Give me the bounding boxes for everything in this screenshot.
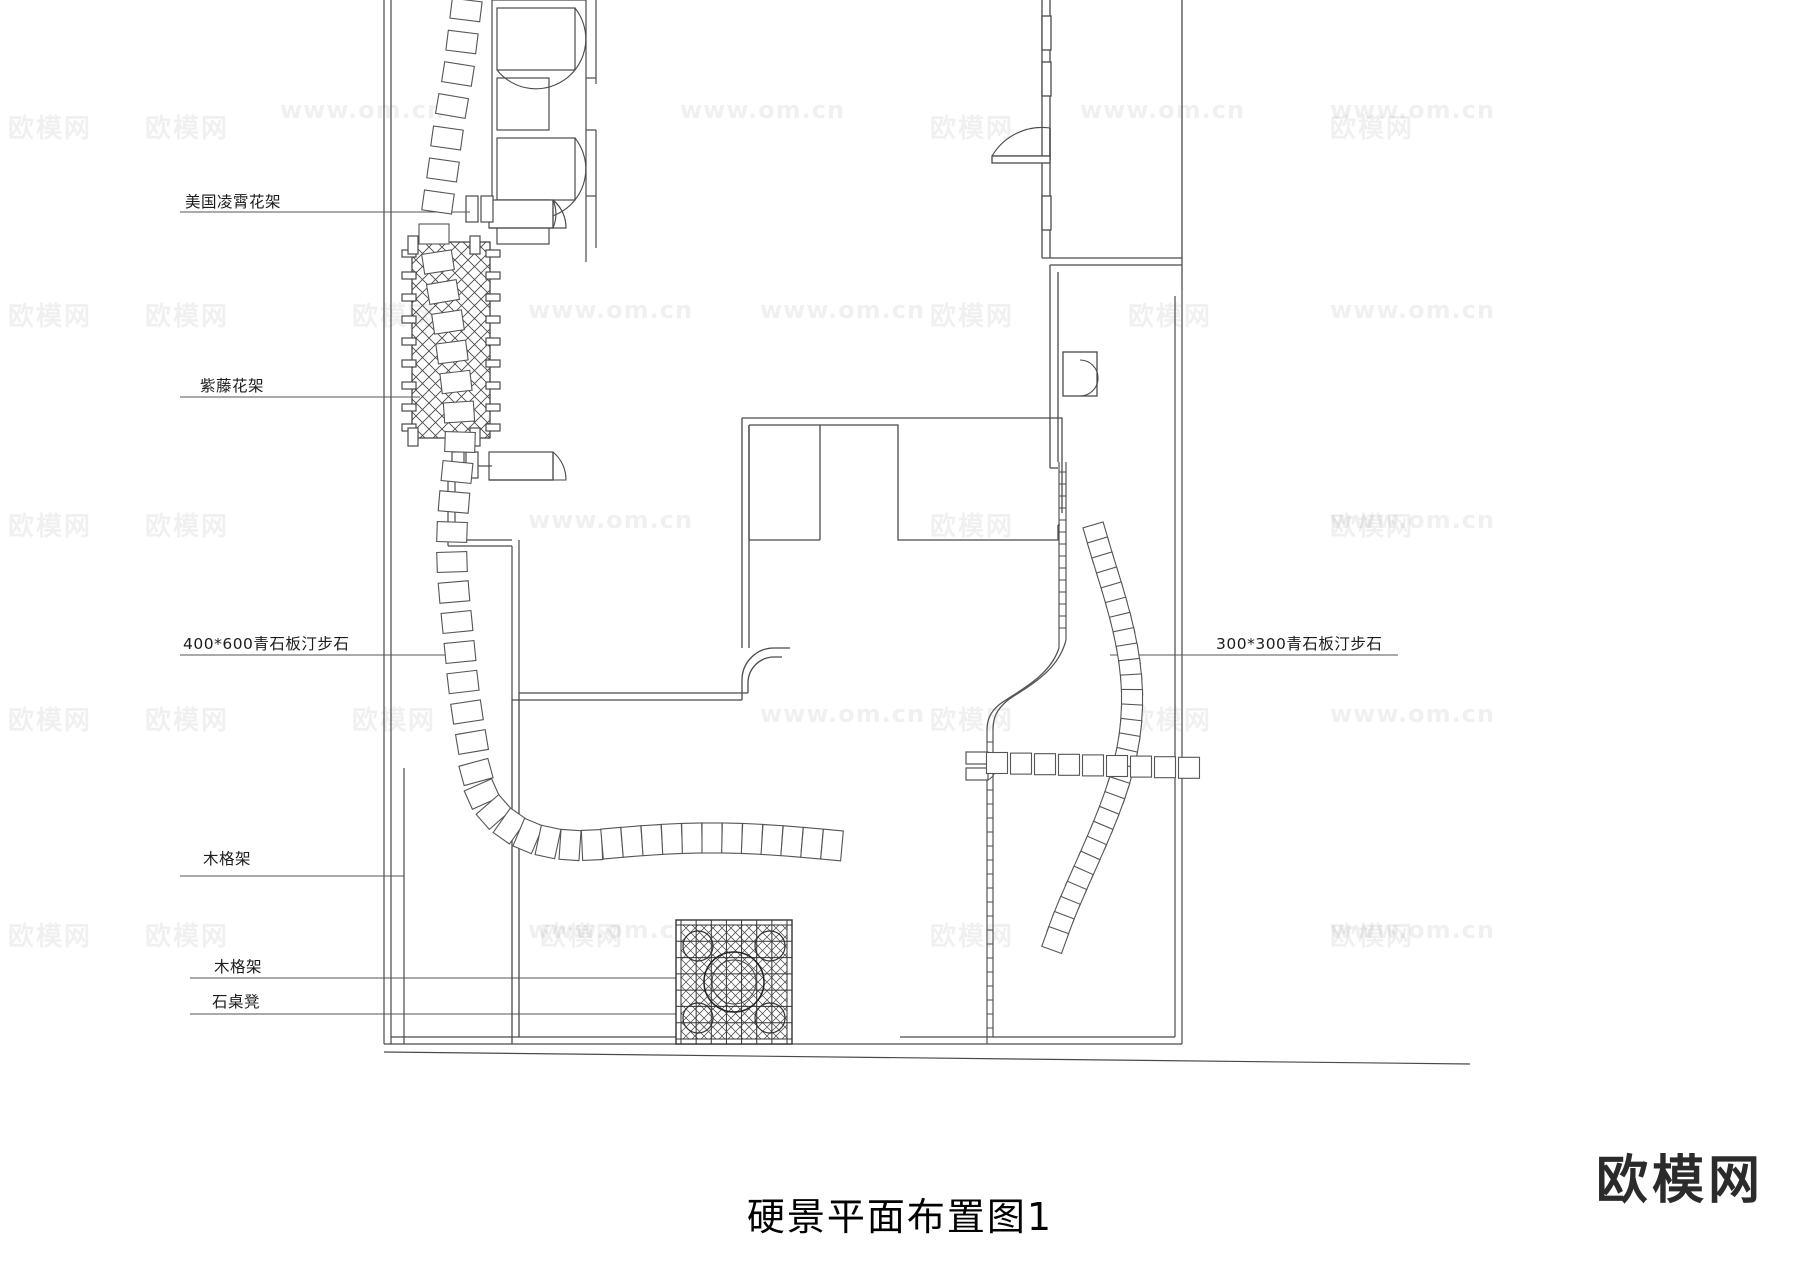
site-boundary-left — [383, 0, 392, 1044]
stepping-stone-path-arc — [458, 757, 844, 862]
garden-gate — [965, 751, 997, 781]
stepping-stone-400x600 — [437, 580, 471, 604]
right-building-lower — [1049, 265, 1183, 469]
stepping-stone-400x600 — [426, 157, 460, 183]
stone-stool-4 — [754, 1002, 786, 1034]
stepping-stone-400x600 — [445, 29, 479, 55]
stepping-stone-400x600 — [446, 669, 480, 695]
stepping-stone-400x600 — [492, 807, 528, 845]
site-logo: 欧模网 — [1595, 1151, 1764, 1211]
stepping-stone-path-right-horizontal — [985, 751, 1201, 779]
stepping-stone-400x600 — [418, 223, 450, 245]
stepping-stone-300x300 — [1057, 753, 1081, 776]
stepping-stone-400x600 — [439, 369, 473, 395]
stepping-stone-300x300 — [1153, 756, 1177, 779]
right-building — [991, 0, 1183, 266]
pergola-beams — [676, 920, 792, 1044]
annotation-label-bluestone-stepping-stone-400x600: 400*600青石板汀步石 — [183, 635, 350, 653]
stepping-stone-400x600 — [443, 639, 477, 665]
stepping-stone-400x600 — [558, 828, 582, 862]
stepping-stone-300x300 — [1105, 754, 1129, 778]
stone-table — [703, 951, 765, 1013]
annotation-label-wisteria-trellis: 紫藤花架 — [200, 377, 265, 395]
stepping-stone-400x600 — [425, 279, 461, 305]
stepping-stone-400x600 — [440, 459, 474, 485]
terrace-outline — [511, 692, 748, 1044]
pergola-lattice — [681, 925, 787, 1039]
stepping-stone-400x600 — [434, 92, 470, 120]
stepping-stone-400x600 — [512, 817, 544, 855]
stepping-stone-400x600 — [454, 729, 490, 755]
stepping-stone-300x300 — [1009, 752, 1033, 775]
pergola-group — [675, 919, 793, 1045]
stepping-stone-400x600 — [463, 778, 501, 810]
stepping-stone-400x600 — [435, 339, 469, 365]
stepping-stone-400x600 — [436, 550, 468, 574]
stepping-stone-400x600 — [450, 699, 484, 725]
door-swing-upper — [465, 195, 596, 229]
annotation-label-american-trumpet-vine-trellis: 美国凌霄花架 — [185, 193, 282, 211]
stepping-stone-400x600 — [430, 125, 464, 151]
stepping-stone-300x300 — [1033, 753, 1057, 776]
stepping-stone-400x600 — [431, 309, 465, 335]
annotation-label-bluestone-stepping-stone-300x300: 300*300青石板汀步石 — [1216, 635, 1383, 653]
stepping-stone-400x600 — [440, 609, 474, 635]
stepping-stone-400x600 — [441, 61, 475, 87]
stepping-stone-400x600 — [437, 490, 471, 514]
stepping-stone-400x600 — [820, 828, 844, 862]
annotation-label-stone-table-and-stools: 石桌凳 — [212, 993, 261, 1011]
stone-table-inner — [711, 959, 757, 1005]
stepping-stone-300x300 — [985, 751, 1009, 775]
stone-stool-1 — [682, 930, 714, 962]
annotation-label-wood-lattice-frame-upper: 木格架 — [203, 850, 252, 868]
stepping-stone-300x300 — [1081, 754, 1105, 777]
stepping-stone-400x600 — [475, 793, 513, 831]
stepping-stone-300x300 — [1177, 756, 1201, 779]
terrace-rounded-corner — [741, 647, 790, 700]
drawing-title: 硬景平面布置图1 — [746, 1195, 1054, 1239]
wisteria-pergola — [401, 235, 501, 447]
annotation-label-wood-lattice-frame-lower: 木格架 — [214, 958, 263, 976]
stepping-stone-400x600 — [458, 757, 494, 787]
stepping-stone-400x600 — [436, 520, 468, 544]
stepping-stone-400x600 — [442, 400, 476, 424]
stone-stool-2 — [754, 930, 786, 962]
garden-boundary-right — [965, 462, 1067, 1044]
stepping-stone-400x600 — [421, 249, 455, 275]
garden-outer-right — [1174, 290, 1183, 1044]
site-boundary-bottom-left — [384, 1036, 672, 1045]
stepping-stone-400x600 — [534, 824, 562, 860]
stone-stool-3 — [682, 1002, 714, 1034]
stepping-stone-path-left — [418, 0, 490, 755]
stepping-stone-400x600 — [449, 0, 483, 23]
stepping-stone-300x300 — [1041, 925, 1070, 955]
stepping-stone-400x600 — [444, 430, 476, 454]
stepping-stone-400x600 — [421, 189, 455, 215]
stepping-stone-300x300 — [1129, 755, 1153, 778]
building-outline — [741, 417, 1063, 648]
